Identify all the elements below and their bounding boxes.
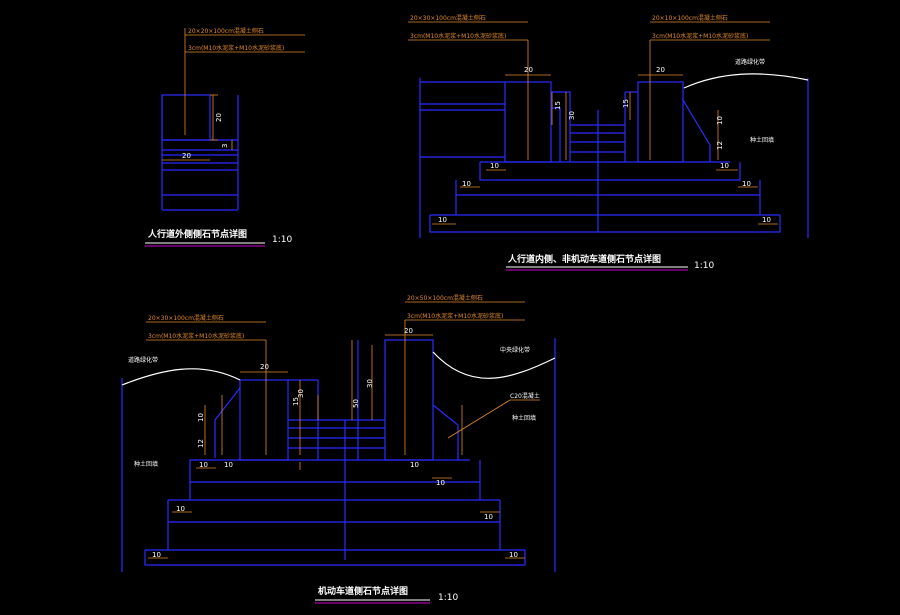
- detail-c-dim-30-mid: 30: [366, 379, 374, 388]
- detail-c-dim-10-base-2: 10: [224, 461, 233, 469]
- detail-b-annotation-left-2: 3cm(M10水泥浆+M10水泥砂浆底): [410, 32, 506, 40]
- detail-b-label-greenbelt: 道路绿化带: [735, 58, 765, 66]
- detail-b-dim-10-mid-left: 10: [462, 180, 471, 188]
- detail-c-dim-10-base-1: 10: [199, 461, 208, 469]
- detail-c-dim-10-base-4: 10: [436, 479, 445, 487]
- detail-b-scale: 1:10: [694, 261, 714, 271]
- detail-a-dim-width: 20: [182, 152, 191, 160]
- detail-b-dim-10-base-left: 10: [490, 162, 499, 170]
- detail-c-dim-right-width: 20: [404, 327, 413, 335]
- detail-b-dim-right-width: 20: [656, 66, 665, 74]
- detail-a-annotation-2: 3cm(M10水泥浆+M10水泥砂浆底): [188, 44, 284, 52]
- detail-c-title: 机动车道侧石节点详图: [318, 585, 408, 597]
- detail-b-dim-15-right: 15: [622, 99, 630, 108]
- detail-c-dim-10-bottom-right: 10: [509, 551, 518, 559]
- detail-c-label-greenbelt-left: 道路绿化带: [128, 356, 158, 364]
- detail-c-dim-10-mid-left: 10: [176, 505, 185, 513]
- detail-b: [419, 78, 809, 238]
- detail-c-label-soil: 种土回填: [134, 460, 158, 468]
- detail-a-annotation-1: 20×20×100cm混凝土侧石: [188, 27, 264, 35]
- detail-a: [161, 94, 239, 211]
- detail-a-dim-small: 3: [221, 144, 229, 148]
- detail-a-dim-height: 20: [215, 113, 223, 122]
- detail-b-dim-10-a: 10: [716, 116, 724, 125]
- detail-c-annotation-left-2: 3cm(M10水泥浆+M10水泥砂浆底): [148, 332, 244, 340]
- detail-b-annotation-right-1: 20×10×100cm混凝土侧石: [652, 14, 728, 22]
- detail-b-title: 人行道内侧、非机动车道侧石节点详图: [507, 253, 661, 265]
- detail-c-dim-10-base-3: 10: [410, 461, 419, 469]
- detail-b-dim-10-base-right: 10: [720, 162, 729, 170]
- detail-b-dimensions: [408, 21, 778, 225]
- detail-a-scale: 1:10: [272, 235, 292, 245]
- detail-a-title: 人行道外侧侧石节点详图: [147, 228, 247, 240]
- detail-a-dimensions: [162, 28, 305, 161]
- detail-b-dim-left-width: 20: [524, 66, 533, 74]
- detail-c-dim-12: 12: [197, 439, 205, 448]
- detail-c-dimensions: [146, 301, 540, 559]
- detail-b-dim-15-left: 15: [554, 101, 562, 110]
- detail-b-dim-10-bottom-left: 10: [438, 216, 447, 224]
- detail-b-annotation-right-2: 3cm(M10水泥浆+M10水泥砂浆底): [652, 32, 748, 40]
- detail-b-dim-10-bottom-right: 10: [762, 216, 771, 224]
- detail-c-annotation-left-1: 20×30×100cm混凝土侧石: [148, 314, 224, 322]
- detail-c: [121, 338, 556, 572]
- detail-c-ground-line-left: [121, 368, 241, 386]
- detail-c-label-backfill: 种土回填: [512, 414, 536, 422]
- detail-b-dim-10-mid-right: 10: [742, 180, 751, 188]
- detail-c-dim-15: 15: [292, 397, 300, 406]
- detail-c-label-concrete: C20混凝土: [510, 392, 540, 400]
- detail-b-ground-line: [683, 73, 809, 89]
- detail-c-dim-10-mid-right: 10: [484, 513, 493, 521]
- detail-c-dim-10: 10: [197, 413, 205, 422]
- detail-c-dim-50: 50: [352, 399, 360, 408]
- detail-b-annotation-left-1: 20×30×100cm混凝土侧石: [410, 14, 486, 22]
- detail-c-annotation-right-2: 3cm(M10水泥浆+M10水泥砂浆底): [407, 312, 503, 320]
- detail-c-label-greenbelt-right: 中央绿化带: [500, 346, 530, 354]
- detail-b-dim-12: 12: [716, 141, 724, 150]
- detail-c-ground-line-right: [432, 351, 556, 379]
- detail-c-dim-left-width: 20: [260, 363, 269, 371]
- detail-b-dim-30: 30: [568, 111, 576, 120]
- detail-b-label-soil: 种土回填: [750, 136, 774, 144]
- detail-c-scale: 1:10: [438, 593, 458, 603]
- detail-c-annotation-right-1: 20×50×100cm混凝土侧石: [407, 294, 483, 302]
- detail-c-dim-10-bottom-left: 10: [152, 551, 161, 559]
- detail-c-dim-30-left: 30: [297, 389, 305, 398]
